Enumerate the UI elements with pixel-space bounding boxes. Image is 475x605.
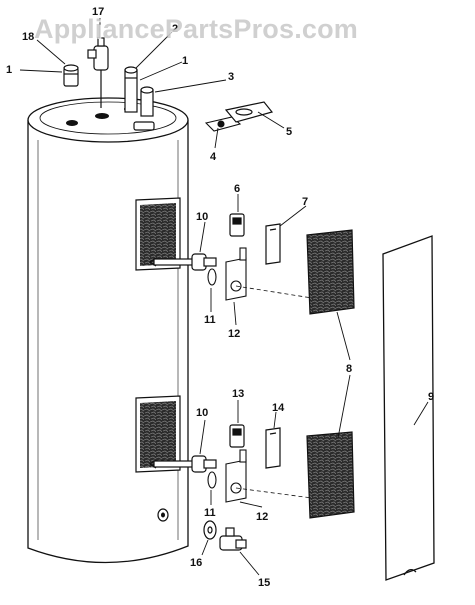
- lower-thermostat-cover: [265, 427, 281, 469]
- callout-12-lower: 12: [256, 511, 268, 523]
- drain-valve: [219, 527, 247, 551]
- pipe-nipple-right: [124, 66, 138, 113]
- callout-17: 17: [92, 6, 104, 18]
- callout-1-left: 1: [6, 64, 12, 76]
- lower-element-gasket: [207, 471, 217, 489]
- anode-rod: [140, 86, 154, 117]
- callout-11-upper: 11: [204, 314, 216, 326]
- upper-thermostat: [229, 213, 245, 237]
- callout-18: 18: [22, 31, 34, 43]
- lower-heating-element: [148, 455, 217, 473]
- callout-7: 7: [302, 196, 308, 208]
- relief-valve: [87, 37, 109, 108]
- callout-15: 15: [258, 577, 270, 589]
- callout-10-upper: 10: [196, 211, 208, 223]
- callout-13: 13: [232, 388, 244, 400]
- upper-thermostat-cover: [265, 223, 281, 265]
- callout-6: 6: [234, 183, 240, 195]
- callout-3: 3: [228, 71, 234, 83]
- callout-2: 2: [172, 23, 178, 35]
- top-gasket: [204, 116, 242, 132]
- lower-insulation-block: [306, 431, 355, 519]
- callout-16: 16: [190, 557, 202, 569]
- leader-lines: [19, 18, 429, 576]
- lower-access-opening: [135, 395, 181, 473]
- callout-4: 4: [210, 151, 217, 163]
- lower-thermostat: [229, 424, 245, 448]
- pipe-nipple-left: [63, 64, 79, 87]
- callout-9: 9: [428, 391, 434, 403]
- callout-5: 5: [286, 126, 292, 138]
- upper-element-gasket: [207, 268, 217, 286]
- drain-hole: [157, 508, 169, 522]
- upper-thermostat-bracket: [225, 247, 247, 301]
- lower-thermostat-bracket: [225, 449, 247, 503]
- callout-11-lower: 11: [204, 507, 216, 519]
- callouts: 1 18 17 2 1 3 4 5 6 7 10 11 12 8 9 10 13…: [6, 6, 434, 589]
- top-cover-plate: [224, 101, 274, 123]
- alignment-lines: [235, 285, 313, 499]
- watermark-text: AppliancePartsPros.com: [34, 14, 359, 44]
- callout-8: 8: [346, 363, 352, 375]
- tank-top-openings: [66, 106, 155, 131]
- water-heater-tank: [27, 97, 189, 564]
- callout-14: 14: [272, 402, 285, 414]
- access-panel: [382, 235, 435, 581]
- upper-heating-element: [148, 253, 217, 271]
- drain-washer: [203, 520, 217, 540]
- upper-insulation-block: [306, 229, 355, 315]
- upper-access-opening: [135, 197, 181, 271]
- callout-1-right: 1: [182, 55, 188, 67]
- callout-12-upper: 12: [228, 328, 240, 340]
- callout-10-lower: 10: [196, 407, 208, 419]
